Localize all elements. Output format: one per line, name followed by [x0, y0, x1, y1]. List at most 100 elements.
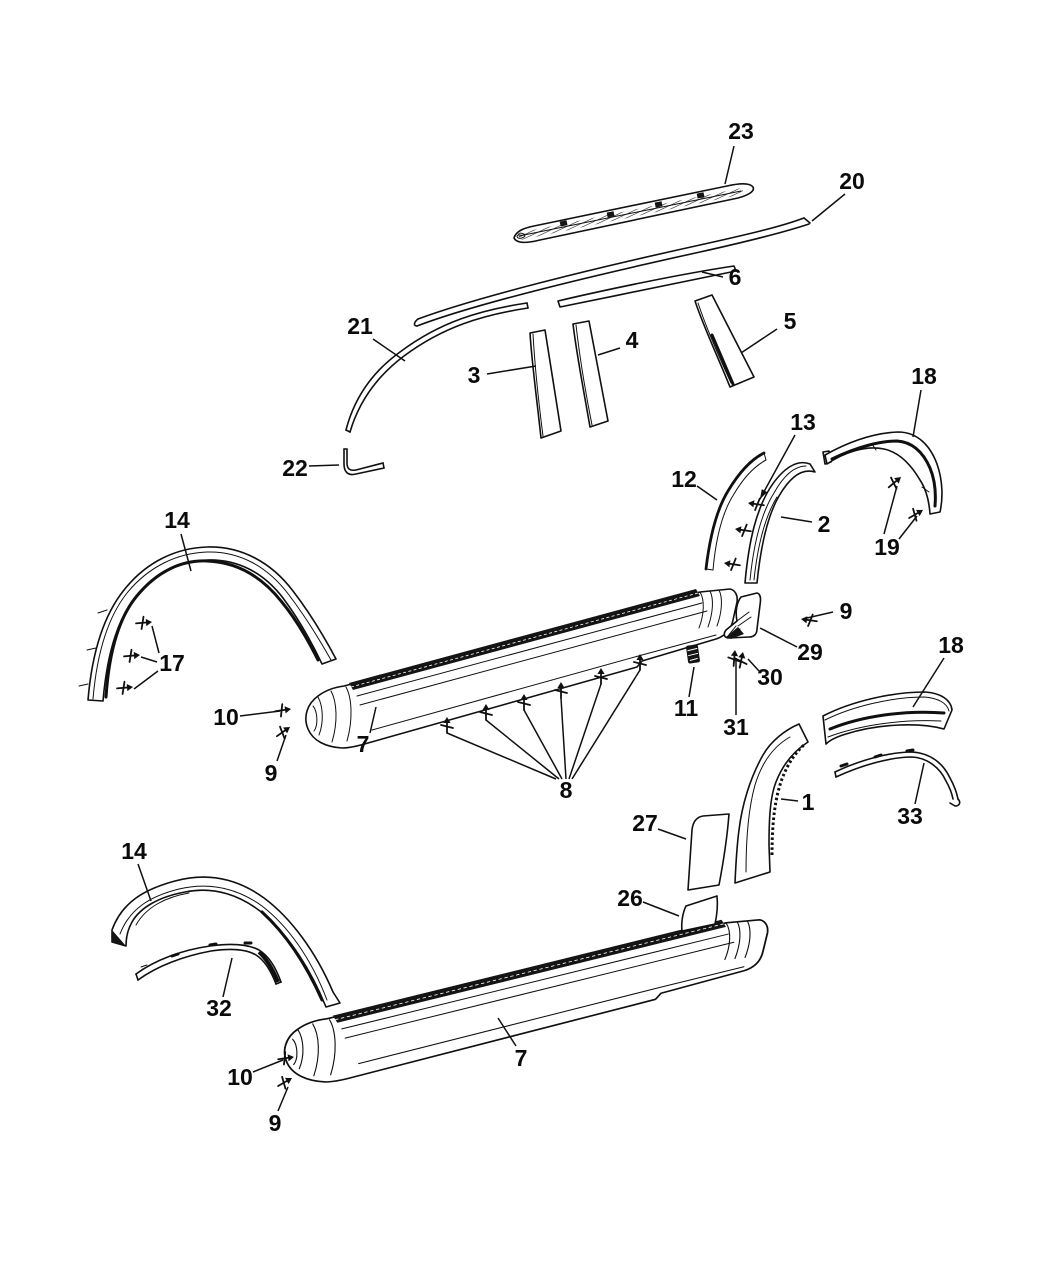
callout-10: 10: [213, 704, 281, 730]
callout-33: 33: [897, 762, 925, 829]
part-32-flare-support: [135, 941, 282, 985]
leader-line: [151, 625, 160, 654]
callout-18: 18: [912, 632, 964, 708]
callout-19: 19: [874, 485, 918, 560]
leader-line: [446, 732, 557, 780]
leader-line: [252, 1059, 284, 1073]
leader-line: [369, 706, 377, 734]
callout-21: 21: [347, 313, 406, 362]
part-20-roof-molding-strip: [413, 217, 811, 327]
leader-line: [657, 828, 687, 840]
part-27-applique-upper: [687, 813, 730, 891]
callout-label: 6: [729, 264, 742, 290]
callout-label: 31: [723, 714, 749, 740]
leader-line: [485, 719, 560, 780]
leader-line: [912, 657, 945, 708]
callout-7: 7: [357, 706, 377, 757]
callout-label: 9: [840, 598, 853, 624]
leader-line: [140, 656, 158, 663]
part-12-pillar-molding: [704, 451, 767, 571]
leader-line: [914, 762, 925, 805]
fastener-pin-icon: [722, 556, 742, 573]
callout-label: 7: [357, 731, 370, 757]
leader-line: [759, 434, 796, 500]
callout-label: 23: [728, 118, 754, 144]
leader-line: [568, 683, 602, 780]
callout-6: 6: [701, 264, 742, 290]
leader-line: [486, 365, 537, 375]
part-21-windshield-molding: [345, 302, 529, 433]
part-22-corner-molding: [343, 448, 385, 476]
callout-18: 18: [911, 363, 937, 438]
callout-label: 29: [797, 639, 823, 665]
callout-26: 26: [617, 885, 680, 917]
leader-line: [137, 863, 152, 902]
fastener-pin-icon: [905, 503, 927, 525]
callout-3: 3: [468, 362, 537, 388]
callout-9: 9: [806, 598, 853, 624]
callout-1: 1: [780, 789, 815, 815]
leader-line: [780, 798, 799, 802]
callout-31: 31: [723, 660, 749, 740]
fastener-pin-icon: [883, 471, 906, 493]
callout-13: 13: [759, 409, 816, 500]
callout-label: 4: [626, 327, 639, 353]
callout-label: 5: [784, 308, 797, 334]
leader-line: [696, 485, 718, 501]
callout-8: 8: [446, 669, 641, 803]
callout-label: 21: [347, 313, 373, 339]
callout-label: 2: [818, 511, 831, 537]
leader-line: [780, 516, 813, 523]
part-4-pillar-applique: [572, 320, 609, 428]
fastener-pin-icon: [733, 522, 753, 539]
callout-14: 14: [121, 838, 152, 902]
leader-line: [180, 533, 192, 572]
callout-label: 17: [159, 650, 185, 676]
part-23-roof-rail-molding: [513, 183, 755, 244]
callout-label: 12: [671, 466, 697, 492]
fastener-pin-icon: [273, 702, 293, 719]
leader-line: [811, 193, 846, 222]
leader-line: [759, 627, 798, 648]
callout-label: 18: [938, 632, 964, 658]
callout-label: 13: [790, 409, 816, 435]
leader-line: [883, 485, 898, 535]
callout-label: 9: [269, 1110, 282, 1136]
fastener-pin-icon: [274, 1071, 296, 1093]
callout-label: 19: [874, 534, 900, 560]
leader-line: [688, 666, 695, 698]
callout-label: 14: [164, 507, 190, 533]
leader-line: [133, 670, 159, 690]
callout-label: 30: [757, 664, 783, 690]
callout-label: 9: [265, 760, 278, 786]
leader-line: [740, 328, 778, 354]
callout-10: 10: [227, 1059, 284, 1090]
fastener-pin-icon: [115, 680, 135, 696]
fastener-pin-icon: [726, 648, 742, 668]
callout-20: 20: [811, 168, 865, 222]
leader-line: [497, 1017, 517, 1047]
leader-line: [701, 271, 724, 278]
part-26-applique-lower: [680, 895, 719, 932]
callout-label: 20: [839, 168, 865, 194]
part-18-wheel-flare-front: [822, 431, 943, 515]
part-2-pillar-applique: [744, 461, 816, 584]
callout-17: 17: [133, 625, 185, 690]
fastener-pin-icon: [799, 612, 819, 629]
leader-line: [523, 709, 563, 780]
callout-label: 10: [213, 704, 239, 730]
leader-line: [372, 338, 406, 362]
callout-label: 22: [282, 455, 308, 481]
callout-29: 29: [759, 627, 823, 665]
callout-label: 1: [802, 789, 815, 815]
callout-14: 14: [164, 507, 192, 572]
part-7-rocker-molding-upper: [305, 588, 738, 749]
callout-32: 32: [206, 957, 233, 1021]
leader-line: [912, 389, 922, 438]
leader-line: [597, 347, 621, 356]
leader-line: [898, 515, 918, 540]
callout-label: 3: [468, 362, 481, 388]
callout-22: 22: [282, 455, 340, 481]
part-14-wheel-flare-front: [78, 546, 337, 702]
